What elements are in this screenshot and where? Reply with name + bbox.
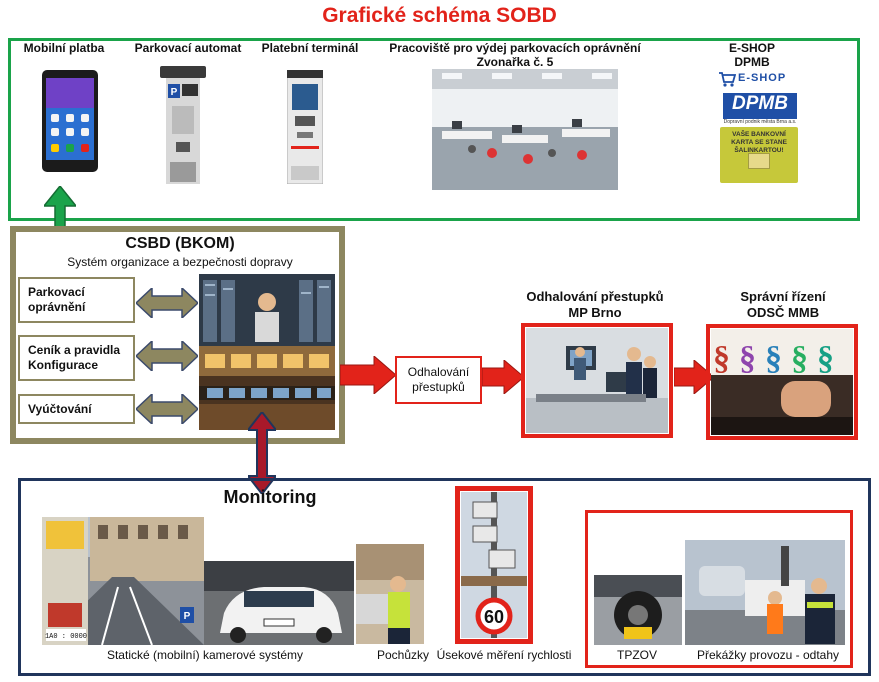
eshop-label: E-SHOP DPMB bbox=[712, 41, 792, 69]
admin-label-line2: ODSČ MMB bbox=[746, 305, 820, 320]
caption-obstacles: Překážky provozu - odtahy bbox=[696, 648, 840, 662]
office-label-line2: Zvonařka č. 5 bbox=[476, 55, 554, 69]
svg-text:§: § bbox=[765, 340, 782, 377]
csbd-item-billing: Vyúčtování bbox=[18, 394, 135, 424]
dpmb-logo: DPMB bbox=[723, 93, 797, 119]
admin-label: Správní řízení ODSČ MMB bbox=[708, 289, 858, 321]
page-title: Grafické schéma SOBD bbox=[322, 4, 557, 27]
caption-patrols: Pochůzky bbox=[376, 648, 430, 662]
mp-brno-photo-frame bbox=[521, 323, 673, 438]
caption-section-speed: Úsekové měření rychlosti bbox=[436, 648, 572, 662]
channels-box bbox=[8, 38, 860, 221]
svg-text:§: § bbox=[713, 340, 730, 377]
card-text: VAŠE BANKOVNÍ KARTA SE STANE ŠALINKARTOU… bbox=[731, 131, 787, 154]
monitoring-title: Monitoring bbox=[223, 487, 317, 507]
mobile-phone-image bbox=[42, 70, 98, 172]
payment-terminal-label: Platební terminál bbox=[261, 41, 359, 55]
red-arrow-1 bbox=[340, 356, 396, 394]
csbd-title: CSBD (BKOM) bbox=[125, 235, 235, 252]
mobile-payment-label: Mobilní platba bbox=[23, 41, 105, 55]
svg-text:P: P bbox=[171, 87, 178, 98]
plate-text: 1A0 : 0000 bbox=[45, 633, 87, 641]
olive-double-arrow-3 bbox=[136, 394, 198, 424]
office-label-line1: Pracoviště pro výdej parkovacích oprávně… bbox=[389, 41, 641, 55]
camera-car-photo bbox=[204, 561, 354, 645]
section-speed-photo: 60 bbox=[461, 492, 527, 638]
caption-static-cameras: Statické (mobilní) kamerové systémy bbox=[106, 648, 304, 662]
navy-double-arrow bbox=[248, 412, 276, 494]
monitoring-box bbox=[18, 478, 871, 676]
parking-machine-label: Parkovací automat bbox=[134, 41, 242, 55]
mp-brno-label-line1: Odhalování přestupků bbox=[526, 289, 664, 304]
eshop-label-line2: DPMB bbox=[734, 55, 770, 69]
csbd-item-parking-permits: Parkovací oprávnění bbox=[18, 277, 135, 323]
eshop-logo: E-SHOP bbox=[718, 71, 802, 87]
tpzov-photo bbox=[594, 575, 682, 645]
office-photo bbox=[432, 69, 618, 190]
parking-machine-image: P bbox=[160, 66, 206, 184]
red-arrow-2 bbox=[482, 360, 524, 394]
olive-double-arrow-2 bbox=[136, 341, 198, 371]
mp-brno-photo bbox=[526, 328, 668, 433]
svg-text:§: § bbox=[817, 340, 834, 377]
card-chip-icon bbox=[748, 153, 770, 169]
svg-text:§: § bbox=[791, 340, 808, 377]
admin-photo-frame bbox=[706, 324, 858, 440]
enforcement-frame bbox=[585, 510, 853, 668]
dpmb-logo-text: DPMB bbox=[732, 93, 788, 114]
csbd-item-pricing: Ceník a pravidla Konfigurace bbox=[18, 335, 135, 381]
control-room-photo bbox=[199, 274, 335, 430]
red-arrow-3 bbox=[674, 360, 714, 394]
violations-detection-box: Odhalování přestupků bbox=[395, 356, 482, 404]
salinkarta-card: VAŠE BANKOVNÍ KARTA SE STANE ŠALINKARTOU… bbox=[720, 127, 798, 183]
caption-tpzov: TPZOV bbox=[616, 648, 657, 662]
olive-double-arrow-1 bbox=[136, 288, 198, 318]
patrol-photo bbox=[356, 544, 424, 644]
towing-photo bbox=[685, 540, 845, 645]
admin-label-line1: Správní řízení bbox=[740, 289, 826, 304]
admin-photo: § § § § § bbox=[711, 329, 853, 435]
eshop-label-line1: E-SHOP bbox=[728, 41, 775, 55]
svg-text:§: § bbox=[739, 340, 756, 377]
office-label: Pracoviště pro výdej parkovacích oprávně… bbox=[380, 41, 650, 69]
speed-sign-text: 60 bbox=[484, 607, 504, 627]
section-speed-frame bbox=[455, 486, 533, 644]
mp-brno-label-line2: MP Brno bbox=[568, 305, 622, 320]
dpmb-tagline: Dopravní podnik města Brna a.s. bbox=[723, 119, 797, 125]
csbd-subtitle: Systém organizace a bezpečnosti dopravy bbox=[67, 255, 293, 269]
eshop-logo-text: E-SHOP bbox=[738, 72, 787, 84]
payment-terminal-image bbox=[287, 70, 323, 184]
static-camera-photo: P 1A0 : 0000 bbox=[42, 517, 204, 645]
cart-icon bbox=[719, 72, 736, 87]
svg-text:P: P bbox=[184, 611, 191, 622]
mp-brno-label: Odhalování přestupků MP Brno bbox=[505, 289, 685, 321]
